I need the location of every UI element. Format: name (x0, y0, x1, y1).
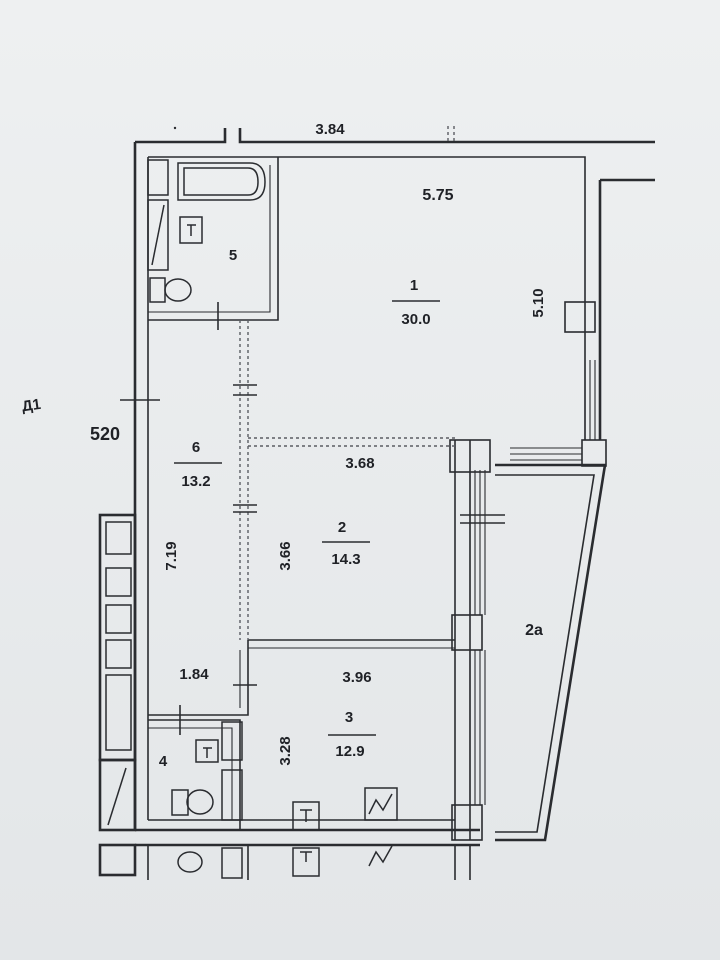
room3-area: 12.9 (335, 743, 364, 760)
room6-number: 6 (192, 439, 200, 456)
room6-width: 1.84 (179, 666, 209, 683)
room2-number: 2 (338, 519, 346, 536)
room6-height: 7.19 (163, 541, 180, 570)
room3-width: 3.96 (342, 669, 371, 686)
room1-height: 5.10 (530, 288, 547, 317)
room2-width: 3.68 (345, 455, 374, 472)
interior-walls (147, 157, 471, 880)
fixtures (147, 159, 398, 879)
neighbour-column (98, 513, 137, 877)
wing-label: Д1 (21, 396, 42, 415)
room3-number: 3 (345, 709, 353, 726)
room1-area: 30.0 (401, 311, 430, 328)
column (564, 301, 596, 333)
room6-area: 13.2 (181, 473, 210, 490)
room2-height: 3.66 (277, 541, 294, 570)
room3-height: 3.28 (277, 736, 294, 765)
room5-number: 5 (229, 247, 237, 264)
top-dimension: 3.84 (315, 121, 345, 138)
side-dimension: 520 (90, 424, 120, 444)
room2-area: 14.3 (331, 551, 360, 568)
room1-width: 5.75 (422, 187, 453, 204)
room2a-number: 2а (525, 622, 543, 639)
room4-number: 4 (159, 753, 168, 770)
speck (173, 126, 177, 130)
balcony (449, 360, 607, 842)
door-ticks (120, 302, 257, 735)
top-marker (447, 126, 455, 142)
room1-number: 1 (410, 277, 418, 294)
